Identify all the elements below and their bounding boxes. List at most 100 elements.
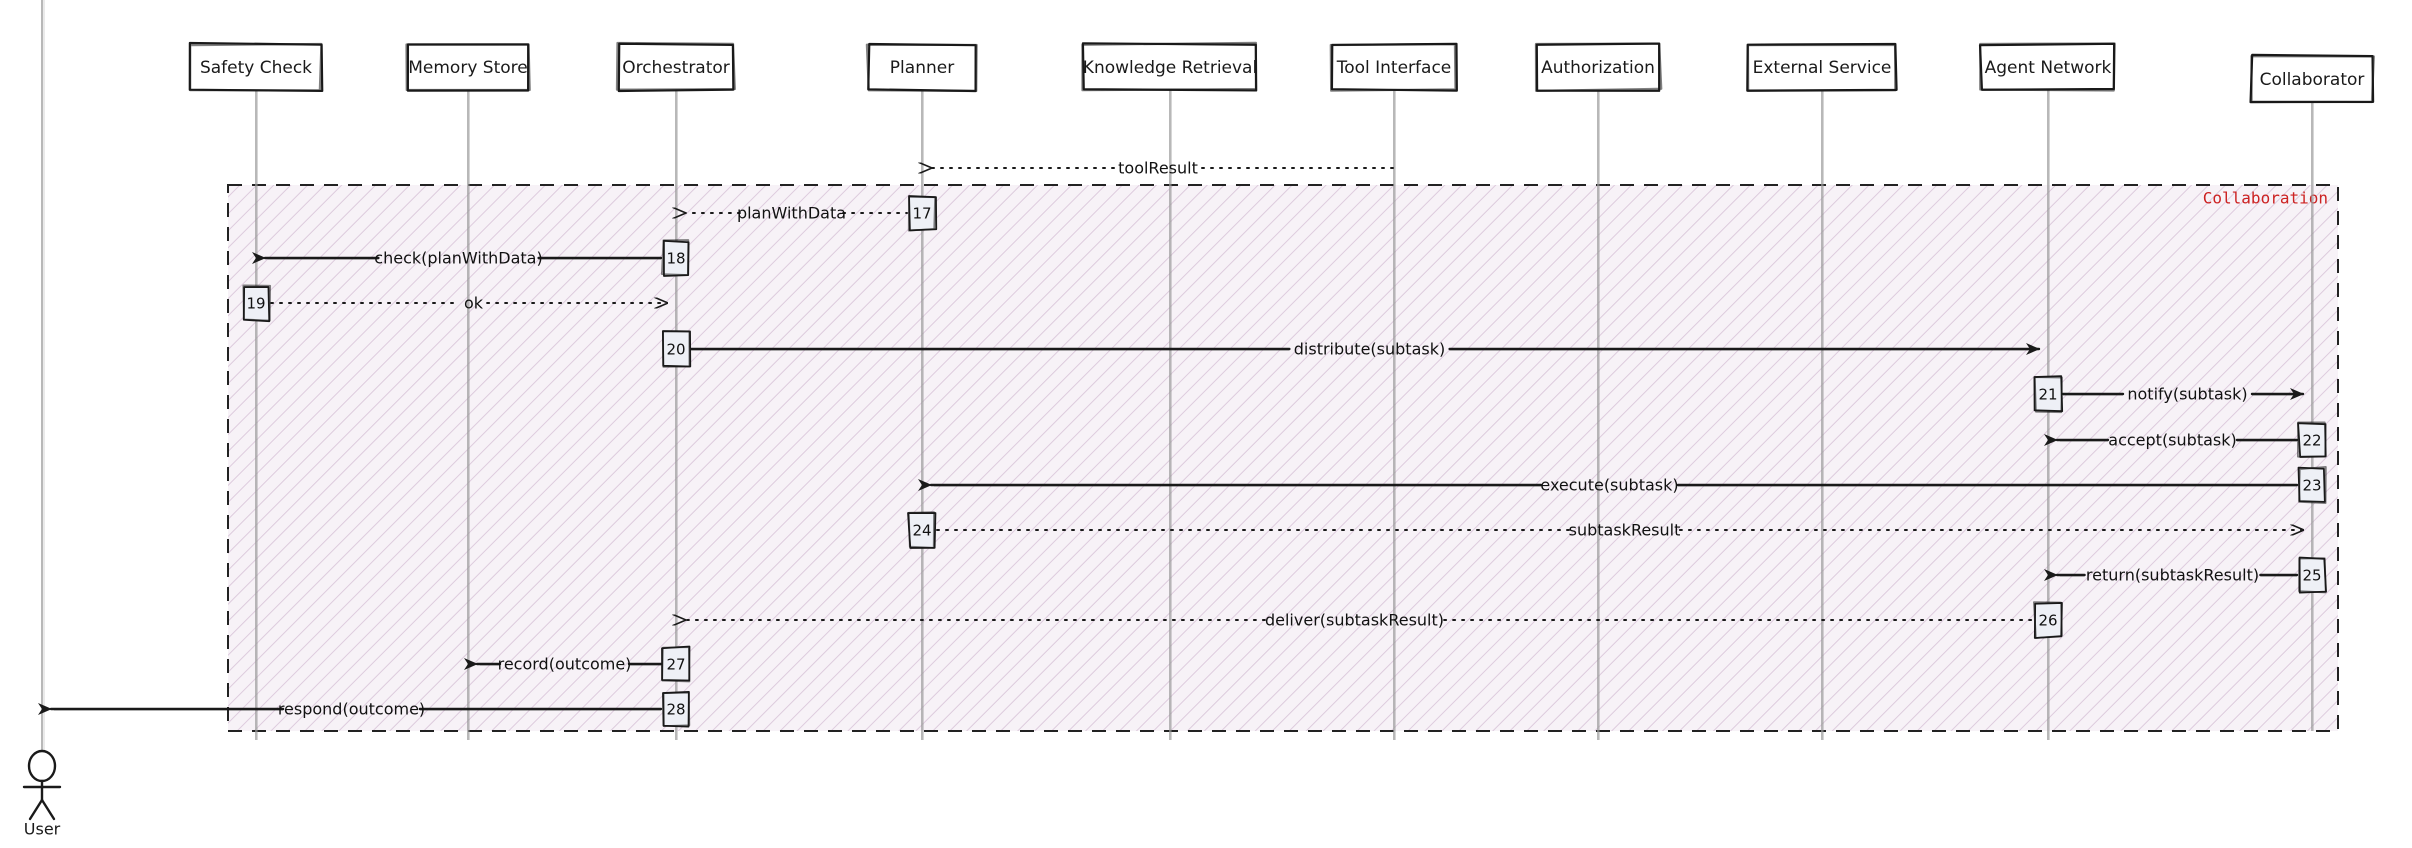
sequence-number-box-20-outline — [662, 330, 691, 368]
sequence-number-box-28-outline — [662, 691, 691, 728]
participant-memory-store[interactable]: Memory Store — [405, 43, 531, 92]
message-28[interactable]: respond(outcome)28 — [38, 690, 691, 728]
sequence-number-27: 27 — [661, 645, 691, 683]
participant-agent-network[interactable]: Agent Network — [1978, 42, 2116, 92]
sequence-number-label-25: 25 — [2302, 567, 2321, 585]
sequence-number-17: 17 — [907, 195, 938, 232]
sequence-number-box-27-outline — [661, 646, 691, 683]
participant-box-external-service-outline — [1746, 43, 1897, 93]
messages-layer: toolResult planWithData 17 check(planWithDa… — [38, 159, 2327, 728]
participant-tool-interface[interactable]: Tool Interface — [1329, 42, 1458, 92]
participant-box-safety-check-fill — [191, 44, 321, 90]
sequence-number-label-26: 26 — [2038, 612, 2057, 630]
participant-box-authorization-fill — [1536, 44, 1660, 90]
sequence-number-23: 23 — [2297, 465, 2327, 504]
sequence-number-box-24-fill — [909, 513, 935, 547]
sequence-number-box-17-fill — [909, 196, 935, 230]
participant-box-orchestrator-fill — [618, 44, 734, 90]
participant-box-memory-store-fill — [407, 44, 529, 90]
sequence-number-box-26-outline — [2033, 601, 2063, 639]
sequence-number-box-19-outline — [242, 284, 272, 322]
collaboration-group-layer: Collaboration — [227, 184, 2339, 732]
message-22[interactable]: accept(subtask) 22 — [2044, 421, 2327, 458]
sequence-number-box-25-fill — [2299, 558, 2325, 592]
message-label-21: notify(subtask) — [2127, 385, 2247, 404]
participant-authorization[interactable]: Authorization — [1534, 42, 1663, 92]
participant-label-authorization: Authorization — [1541, 58, 1655, 78]
sequence-number-box-27-fill — [663, 647, 689, 681]
participant-label-knowledge-retrieval: Knowledge Retrieval — [1083, 58, 1257, 78]
message-label-18: check(planWithData) — [374, 249, 542, 268]
participant-box-memory-store-outline — [405, 43, 531, 92]
participant-box-knowledge-retrieval-fill — [1083, 44, 1257, 90]
lifelines-layer — [41, 0, 2315, 752]
sequence-number-18: 18 — [660, 239, 690, 277]
message-27[interactable]: record(outcome) 27 — [464, 645, 691, 683]
sequence-number-20: 20 — [661, 330, 692, 368]
message-21[interactable]: notify(subtask) 21 — [2033, 375, 2305, 414]
participant-orchestrator[interactable]: Orchestrator — [615, 41, 736, 93]
actor-leg-left — [28, 798, 44, 821]
message-20[interactable]: distribute(subtask)20 — [661, 330, 2041, 368]
collaboration-group-background — [228, 185, 2338, 731]
message-label-25: return(subtaskResult) — [2086, 566, 2259, 585]
participant-safety-check[interactable]: Safety Check — [188, 41, 324, 93]
sequence-number-box-24-outline — [907, 511, 935, 549]
message-label-19: ok — [464, 294, 484, 313]
sequence-number-label-22: 22 — [2302, 432, 2321, 450]
sequence-number-box-22-fill — [2299, 423, 2325, 457]
participant-box-authorization-outline — [1534, 42, 1663, 92]
message-label-26: deliver(subtaskResult) — [1265, 611, 1444, 630]
sequence-number-label-19: 19 — [246, 295, 265, 313]
participant-box-collaborator-fill — [2251, 56, 2373, 102]
message-toolresult[interactable]: toolResult — [931, 159, 1395, 178]
participant-box-tool-interface-fill — [1332, 44, 1456, 90]
sequence-number-label-28: 28 — [666, 701, 685, 719]
participant-box-knowledge-retrieval-outline — [1081, 41, 1258, 92]
message-label-toolresult: toolResult — [1118, 159, 1198, 178]
participant-label-collaborator: Collaborator — [2260, 70, 2365, 90]
participant-label-tool-interface: Tool Interface — [1336, 58, 1452, 78]
message-25[interactable]: return(subtaskResult) 25 — [2044, 556, 2327, 594]
message-label-22: accept(subtask) — [2108, 431, 2236, 450]
collaboration-group-border — [227, 184, 2339, 732]
message-17[interactable]: planWithData 17 — [685, 195, 938, 232]
sequence-number-box-25-outline — [2298, 557, 2327, 594]
actor-leg-right — [40, 798, 56, 821]
sequence-number-box-22-outline — [2296, 421, 2327, 458]
sequence-number-21: 21 — [2033, 375, 2064, 414]
collaboration-group-label: Collaboration — [2203, 189, 2328, 208]
actor-label-user: User — [24, 820, 61, 839]
message-label-27: record(outcome) — [498, 655, 632, 674]
participant-external-service[interactable]: External Service — [1746, 42, 1898, 93]
participant-boxes-layer: Safety Check Memory Store Orchestrator Plan… — [188, 41, 2375, 104]
sequence-number-box-28-fill — [663, 692, 689, 726]
sequence-number-box-19-fill — [243, 286, 269, 320]
participant-knowledge-retrieval[interactable]: Knowledge Retrieval — [1081, 41, 1258, 92]
sequence-number-box-23-outline — [2298, 465, 2327, 504]
message-23[interactable]: execute(subtask)23 — [918, 465, 2327, 504]
participant-collaborator[interactable]: Collaborator — [2249, 53, 2375, 104]
participant-box-external-service-fill — [1748, 44, 1896, 90]
sequence-number-label-17: 17 — [912, 205, 931, 223]
message-19[interactable]: ok 19 — [242, 284, 668, 323]
actor-user[interactable]: User — [22, 749, 62, 839]
participant-planner[interactable]: Planner — [865, 42, 978, 93]
participant-box-planner-outline — [865, 43, 978, 93]
sequence-number-28: 28 — [662, 690, 691, 728]
sequence-number-label-20: 20 — [666, 341, 685, 359]
message-18[interactable]: check(planWithData) 18 — [252, 239, 690, 277]
participant-box-orchestrator-outline — [615, 41, 736, 91]
participant-box-safety-check-outline — [189, 42, 323, 92]
sequence-number-label-21: 21 — [2038, 386, 2057, 404]
participant-label-safety-check: Safety Check — [200, 58, 312, 78]
message-label-17: planWithData — [737, 204, 846, 223]
sequence-number-box-20-fill — [663, 332, 689, 366]
actor-head-icon — [27, 749, 57, 783]
message-26[interactable]: deliver(subtaskResult) 26 — [685, 601, 2063, 639]
participant-label-orchestrator: Orchestrator — [622, 58, 730, 78]
sequence-number-25: 25 — [2298, 556, 2327, 594]
sequence-number-box-17-outline — [907, 195, 937, 232]
